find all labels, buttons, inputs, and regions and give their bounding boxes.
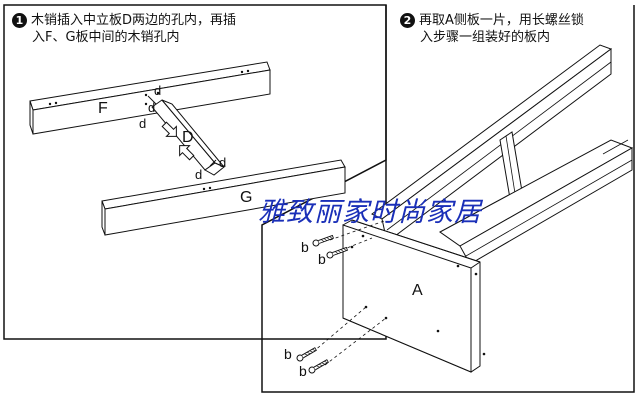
step1-instructions: 1 木销插入中立板D两边的孔内，再插 入F、G板中间的木销孔内 xyxy=(12,12,236,46)
dowel-label-d: d xyxy=(219,155,226,170)
label-board-a: A xyxy=(412,282,423,299)
screw-icon xyxy=(308,359,329,374)
step1-line1: 1 木销插入中立板D两边的孔内，再插 xyxy=(12,12,236,29)
step2-frame xyxy=(261,5,635,393)
screw-icon xyxy=(296,347,317,362)
step1-number-icon: 1 xyxy=(12,13,27,28)
board-f xyxy=(29,61,271,135)
dowel-label-d: d xyxy=(154,83,161,98)
insert-arrow-icon xyxy=(179,145,195,161)
dowel-label-d: d xyxy=(148,100,155,115)
label-board-d: D xyxy=(182,129,194,146)
guide-line xyxy=(341,237,373,251)
step2-text-line1: 再取A侧板一片，用长螺丝锁 xyxy=(419,13,584,28)
bottom-rail xyxy=(439,139,634,265)
screw-icon xyxy=(326,246,349,259)
insert-arrow-icon xyxy=(161,121,177,137)
dowel-label-d: d xyxy=(139,116,146,131)
step2-instructions: 2 再取A侧板一片，用长螺丝锁 入步骤一组装好的板内 xyxy=(400,12,584,46)
label-board-f: F xyxy=(98,100,108,117)
step1-text-line2: 入F、G板中间的木销孔内 xyxy=(32,30,180,45)
step2-line1: 2 再取A侧板一片，用长螺丝锁 xyxy=(400,12,584,29)
step2-number-icon: 2 xyxy=(400,13,415,28)
guide-line xyxy=(324,317,387,366)
dowel-label-d: d xyxy=(195,167,202,182)
screw-label-b: b xyxy=(299,363,307,379)
step1-text-line1: 木销插入中立板D两边的孔内，再插 xyxy=(31,13,237,28)
step2-text-line2: 入步骤一组装好的板内 xyxy=(420,30,551,45)
screw-label-b: b xyxy=(301,239,309,255)
screw-label-b: b xyxy=(318,251,326,267)
board-g xyxy=(101,159,346,236)
step1-frame xyxy=(3,4,387,340)
label-board-g: G xyxy=(240,189,252,206)
screw-label-b: b xyxy=(284,346,292,362)
side-panel-a xyxy=(342,219,486,373)
watermark-text: 雅致丽家时尚家居 xyxy=(258,197,482,228)
screw-icon xyxy=(312,234,335,247)
